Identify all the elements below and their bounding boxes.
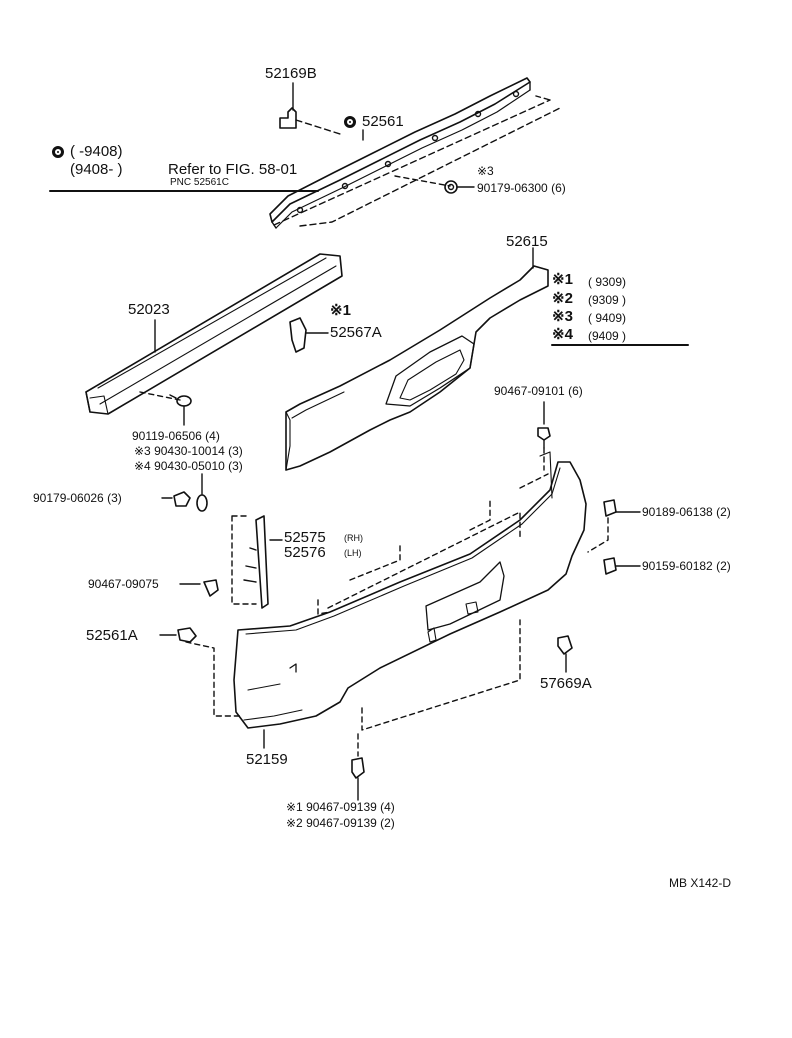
side-retainer-52575-52576 — [231, 515, 283, 609]
nut-90159-60182 — [603, 557, 641, 575]
reinforcement-52023 — [85, 253, 343, 415]
part-label-52561: 52561 — [362, 113, 404, 130]
washer-symbol-icon — [344, 116, 356, 128]
variant-range-4: (9409 ) — [588, 329, 627, 343]
variant-mark-1: ※1 — [552, 271, 573, 288]
variant-range-2: (9309 ) — [588, 293, 627, 307]
variant-mark-3: ※3 — [552, 308, 573, 325]
part-label-90467-09101: 90467-09101 (6) — [494, 384, 583, 398]
washer-90430 — [196, 473, 208, 512]
clip-52567a — [289, 317, 329, 353]
part-label-52567a: 52567A — [330, 324, 382, 341]
variant-range-3: ( 9409) — [588, 311, 627, 325]
part-mark-90179-06300: ※3 — [477, 164, 494, 178]
part-label-52159: 52159 — [246, 751, 288, 768]
legend-pnc-text: PNC 52561C — [170, 177, 229, 188]
part-label-90159-60182: 90159-60182 (2) — [642, 559, 731, 573]
part-label-52561a: 52561A — [86, 627, 138, 644]
diagram-code: MB X142-D — [669, 876, 732, 890]
bracket-52169b — [279, 82, 341, 135]
part-label-90179-06026: 90179-06026 (3) — [33, 491, 122, 505]
nut-90179-06026 — [161, 491, 191, 507]
nut-90179-06300 — [444, 180, 475, 194]
bumper-cover-52159 — [233, 451, 587, 749]
clip-57669a — [557, 635, 573, 673]
part-label-52023: 52023 — [128, 301, 170, 318]
clip-90467-09139 — [351, 733, 365, 801]
bolt-90189-06138 — [587, 499, 641, 553]
part-label-90179-06300: 90179-06300 (6) — [477, 181, 566, 195]
legend-refer-text: Refer to FIG. 58-01 — [168, 161, 298, 178]
part-label-90119-06506: 90119-06506 (4) — [132, 429, 220, 443]
variant-range-1: ( 9309) — [588, 275, 627, 289]
part-label-90430-05010: ※4 90430-05010 (3) — [134, 459, 243, 473]
part-side-52576: (LH) — [344, 548, 362, 558]
washer-symbol-icon — [52, 146, 64, 158]
part-label-52575: 52575 — [284, 529, 326, 546]
legend-refer-range-1: ( -9408) — [70, 143, 123, 160]
legend-refer-range-2: (9408- ) — [70, 161, 123, 178]
bolt-90119-06506 — [169, 394, 192, 426]
part-label-52615: 52615 — [506, 233, 548, 250]
part-mark-52567a: ※1 — [330, 302, 351, 319]
part-side-52575: (RH) — [344, 533, 363, 543]
clip-90467-09101 — [537, 401, 551, 471]
part-label-90467-09139-b: ※2 90467-09139 (2) — [286, 816, 395, 830]
part-label-90189-06138: 90189-06138 (2) — [642, 505, 731, 519]
part-label-90467-09075: 90467-09075 — [88, 577, 159, 591]
absorber-52615 — [285, 247, 549, 471]
bracket-strip-52561 — [269, 77, 561, 229]
variant-mark-2: ※2 — [552, 290, 573, 307]
part-label-52576: 52576 — [284, 544, 326, 561]
retainer-52561a — [159, 627, 241, 717]
variant-mark-4: ※4 — [552, 326, 573, 343]
part-label-90430-10014: ※3 90430-10014 (3) — [134, 444, 243, 458]
part-label-57669a: 57669A — [540, 675, 592, 692]
clip-90467-09075 — [179, 579, 219, 597]
part-label-52169b: 52169B — [265, 65, 317, 82]
part-label-90467-09139-a: ※1 90467-09139 (4) — [286, 800, 395, 814]
